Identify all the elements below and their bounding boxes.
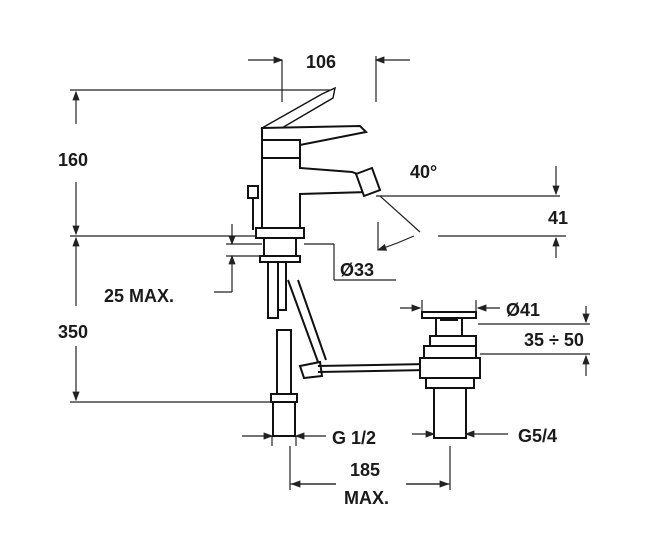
dim-g-1-2: G 1/2 (332, 428, 376, 448)
dim-g-5-4: G5/4 (518, 426, 557, 446)
cartridge-cap (261, 139, 301, 159)
dim-dia-33: Ø33 (340, 260, 374, 280)
dim-106: 106 (306, 52, 336, 72)
bidet-nozzle (354, 166, 382, 198)
dim-185: 185 (350, 460, 380, 480)
supply-hose (276, 329, 292, 397)
dim-350: 350 (58, 322, 88, 342)
dim-160: 160 (58, 150, 88, 170)
linkage-rod (298, 360, 324, 380)
popup-knob (247, 185, 259, 199)
dim-dia-41: Ø41 (506, 300, 540, 320)
dim-185-max: MAX. (344, 488, 389, 508)
dim-35-50: 35 ÷ 50 (524, 330, 584, 350)
faucet-base (255, 227, 305, 239)
dim-41: 41 (548, 208, 568, 228)
mixer-body (261, 157, 369, 229)
pop-up-waste (419, 311, 481, 439)
popup-rod (287, 279, 319, 363)
faucet-body (247, 86, 429, 437)
dim-25-max: 25 MAX. (104, 286, 174, 306)
dim-angle-40: 40° (410, 162, 437, 182)
lever-raised (260, 86, 336, 133)
